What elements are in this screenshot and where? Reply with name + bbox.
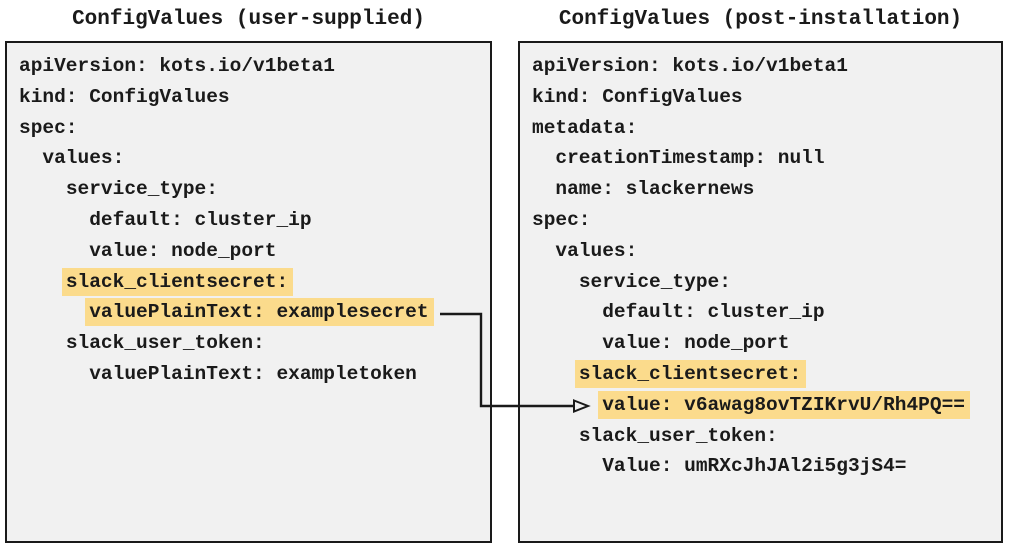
code-indent — [19, 363, 89, 385]
code-line: slack_clientsecret: — [19, 267, 484, 298]
code-line: slack_clientsecret: — [532, 359, 995, 390]
code-text: slack_user_token: — [578, 424, 778, 447]
code-line: valuePlainText: examplesecret — [19, 297, 484, 328]
code-indent — [19, 178, 66, 200]
code-text: kind: ConfigValues — [532, 85, 743, 108]
code-line: apiVersion: kots.io/v1beta1 — [19, 51, 484, 82]
code-text: spec: — [532, 208, 591, 231]
code-line: apiVersion: kots.io/v1beta1 — [532, 51, 995, 82]
code-text: apiVersion: kots.io/v1beta1 — [19, 55, 335, 77]
code-line: name: slackernews — [532, 174, 995, 205]
right-code-block: apiVersion: kots.io/v1beta1 kind: ConfigV… — [520, 43, 1001, 482]
code-line: values: — [532, 236, 995, 267]
code-line: default: cluster_ip — [532, 297, 995, 328]
code-indent — [532, 301, 602, 323]
code-indent — [19, 147, 42, 169]
code-line: spec: — [532, 205, 995, 236]
user-supplied-config-panel: apiVersion: kots.io/v1beta1 kind: ConfigV… — [5, 41, 492, 543]
code-text: value: node_port — [602, 332, 790, 355]
code-text: slack_user_token: — [65, 332, 265, 355]
code-text: values: — [42, 147, 125, 170]
code-indent — [532, 425, 579, 447]
code-text: name: slackernews — [555, 178, 755, 201]
code-text: kind: ConfigValues — [19, 85, 230, 108]
code-text: apiVersion: kots.io/v1beta1 — [532, 55, 848, 77]
code-line: default: cluster_ip — [19, 205, 484, 236]
code-line: value: node_port — [532, 328, 995, 359]
code-indent — [532, 363, 579, 385]
code-indent — [19, 271, 66, 293]
code-line: slack_user_token: — [19, 328, 484, 359]
code-indent — [532, 394, 602, 416]
code-line: slack_user_token: — [532, 421, 995, 452]
highlighted-code-text: slack_clientsecret: — [61, 267, 294, 296]
code-indent — [532, 147, 555, 169]
code-text: service_type: — [65, 178, 218, 201]
code-line: kind: ConfigValues — [532, 82, 995, 113]
code-indent — [532, 455, 602, 477]
code-indent — [19, 332, 66, 354]
code-line: kind: ConfigValues — [19, 82, 484, 113]
highlighted-code-text: valuePlainText: examplesecret — [85, 298, 434, 327]
code-text: Value: umRXcJhJAl2i5g3jS4= — [602, 455, 907, 478]
code-line: creationTimestamp: null — [532, 143, 995, 174]
code-line: value: node_port — [19, 236, 484, 267]
code-text: value: node_port — [89, 239, 277, 262]
code-line: valuePlainText: exampletoken — [19, 359, 484, 390]
code-text: creationTimestamp: null — [555, 147, 825, 170]
code-line: spec: — [19, 113, 484, 144]
code-indent — [532, 178, 555, 200]
code-line: value: v6awag8ovTZIKrvU/Rh4PQ== — [532, 390, 995, 421]
code-line: values: — [19, 143, 484, 174]
code-indent — [19, 209, 89, 231]
post-installation-config-panel: apiVersion: kots.io/v1beta1 kind: ConfigV… — [518, 41, 1003, 543]
code-text: valuePlainText: exampletoken — [89, 362, 417, 385]
code-text: metadata: — [532, 116, 638, 139]
left-panel-title: ConfigValues (user-supplied) — [72, 8, 425, 31]
code-text: spec: — [19, 116, 78, 139]
left-code-block: apiVersion: kots.io/v1beta1 kind: ConfigV… — [7, 43, 490, 390]
highlighted-code-text: value: v6awag8ovTZIKrvU/Rh4PQ== — [598, 390, 970, 419]
code-indent — [19, 301, 89, 323]
code-text: default: cluster_ip — [89, 208, 312, 231]
highlighted-code-text: slack_clientsecret: — [574, 359, 807, 388]
code-indent — [19, 240, 89, 262]
code-indent — [532, 240, 555, 262]
code-text: service_type: — [578, 270, 731, 293]
code-line: service_type: — [19, 174, 484, 205]
code-indent — [532, 271, 579, 293]
code-line: service_type: — [532, 267, 995, 298]
code-text: default: cluster_ip — [602, 301, 825, 324]
code-line: Value: umRXcJhJAl2i5g3jS4= — [532, 451, 995, 482]
code-indent — [532, 332, 602, 354]
code-line: metadata: — [532, 113, 995, 144]
right-panel-title: ConfigValues (post-installation) — [558, 8, 963, 31]
code-text: values: — [555, 239, 638, 262]
